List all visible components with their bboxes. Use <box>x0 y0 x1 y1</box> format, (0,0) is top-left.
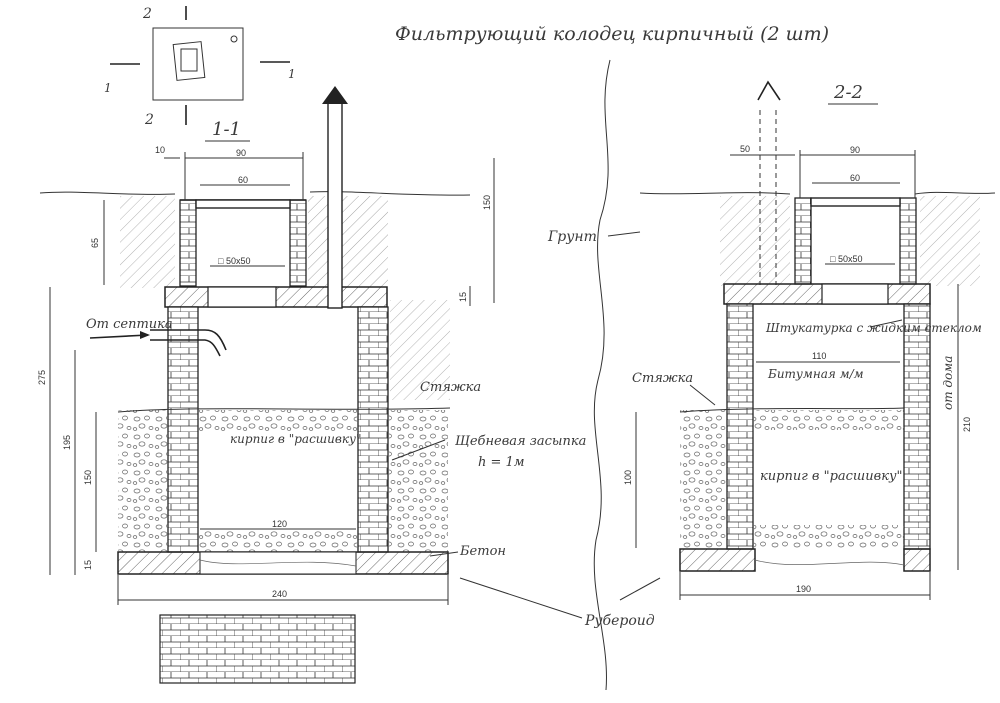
plan-hatch-outer <box>172 41 206 81</box>
dim-110: 110 <box>812 351 826 361</box>
label-brick-joint-right: кирпиг в "расшивку" <box>760 469 902 484</box>
dim-50x50-left: □ 50x50 <box>218 256 250 266</box>
label-septic: От септика <box>86 317 173 332</box>
dim-50x50-right: □ 50x50 <box>830 254 862 264</box>
section-label-1-1: 1-1 <box>212 119 241 140</box>
dim-275: 275 <box>37 370 47 385</box>
vent-cap <box>322 86 348 104</box>
dim-60-right: 60 <box>850 173 860 183</box>
label-ground: Грунт <box>547 229 597 245</box>
drawing-title: Фильтрующий колодец кирпичный (2 шт) <box>395 23 829 45</box>
label-plaster: Штукатурка с жидким стеклом <box>765 321 982 335</box>
label-brick-joint-left: кирпиг в "расшивку" <box>230 432 362 446</box>
label-ruberoid: Рубероид <box>584 613 655 629</box>
section-2-2: 90 50 60 □ 50x50 110 100 210 190 Грунт Ш… <box>547 80 996 600</box>
dim-50: 50 <box>740 144 750 154</box>
label-concrete: Бетон <box>459 544 506 559</box>
ground-line-left <box>39 191 176 195</box>
cut-mark-2-top: 2 <box>142 6 152 22</box>
section-label-2-2: 2-2 <box>833 82 863 103</box>
cut-mark-1-left: 1 <box>104 81 112 95</box>
cut-mark-1-right: 1 <box>288 67 296 81</box>
dim-150-pipe: 150 <box>482 195 492 210</box>
dim-90-left: 90 <box>236 148 246 158</box>
label-screed-right: Стяжка <box>632 371 693 386</box>
dim-100: 100 <box>623 470 633 485</box>
dim-15-base: 15 <box>83 560 93 570</box>
brick-detail <box>159 614 356 684</box>
dim-240: 240 <box>272 589 287 599</box>
label-gravel-h: h = 1м <box>478 455 525 470</box>
dim-195: 195 <box>62 435 72 450</box>
section-1-1: 90 10 60 □ 50x50 65 150 15 275 195 150 1… <box>37 86 661 629</box>
label-from-house: от дома <box>941 356 955 410</box>
dim-120: 120 <box>272 519 287 529</box>
dim-90-right: 90 <box>850 145 860 155</box>
vent-pipe <box>327 99 343 309</box>
label-bitumen: Битумная м/м <box>767 367 864 381</box>
dim-10: 10 <box>155 145 165 155</box>
plan-outline <box>152 27 244 101</box>
dim-60-left: 60 <box>238 175 248 185</box>
dim-210: 210 <box>962 417 972 432</box>
plan-view: 2 2 1 1 <box>104 6 296 128</box>
break-line <box>593 59 611 691</box>
label-screed-left: Стяжка <box>420 380 481 395</box>
label-gravel: Щебневая засыпка <box>455 434 586 449</box>
dim-65: 65 <box>90 238 100 248</box>
dim-190: 190 <box>796 584 811 594</box>
ground-line-right <box>309 191 471 196</box>
dim-15-slab: 15 <box>458 292 468 302</box>
plan-hatch-inner <box>180 48 198 72</box>
dim-150: 150 <box>83 470 93 485</box>
cut-mark-2-bottom: 2 <box>144 112 154 128</box>
